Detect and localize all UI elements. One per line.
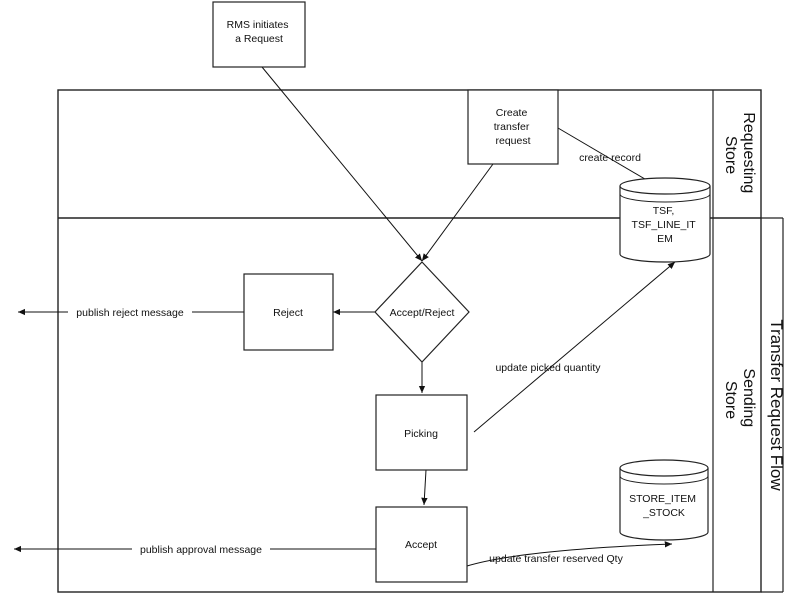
node-reject: Reject [243,273,334,351]
svg-text:RMS initiates a Request: RMS initiates a Request [227,19,292,45]
label-publish-approval: publish approval message [140,544,262,556]
label-update-picked: update picked quantity [495,362,601,374]
label-update-reserved: update transfer reserved Qty [489,553,623,565]
node-accept-reject-decision: Accept/Reject [374,261,470,363]
database-tsf: TSF, TSF_LINE_IT EM [619,177,711,263]
label-create-record: create record [579,152,641,164]
edge-update-reserved [466,541,673,567]
svg-text:TSF, TSF_LINE_IT E: TSF, TSF_LINE_IT EM [632,205,699,245]
pool-border [57,89,762,593]
edge-update-picked [473,261,676,433]
edge-rms-to-decision [261,66,423,262]
edge-create-to-decision [421,163,494,262]
label-publish-reject: publish reject message [76,307,184,319]
node-picking: Picking [375,394,468,471]
edge-picking-to-accept [421,469,428,506]
svg-text:Create transfer re: Create transfer request [494,107,533,147]
lane-title-sending: Sending Store [722,368,757,431]
lane-title-requesting: Requesting Store [722,112,757,197]
svg-text:STORE_ITEM _STOCK: STORE_ITEM _STOCK [629,493,699,519]
node-create-transfer-request: Create transfer request [467,89,559,165]
database-store-item-stock: STORE_ITEM _STOCK [619,459,709,541]
node-accept: Accept [375,506,468,583]
node-rms-initiates: RMS initiates a Request [212,1,306,68]
svg-text:Reject: Reject [273,307,303,319]
svg-text:Accept: Accept [405,539,437,551]
svg-text:Accept/Reject: Accept/Reject [390,307,455,319]
svg-text:Picking: Picking [404,428,438,440]
pool-title: Transfer Request Flow [767,319,786,491]
